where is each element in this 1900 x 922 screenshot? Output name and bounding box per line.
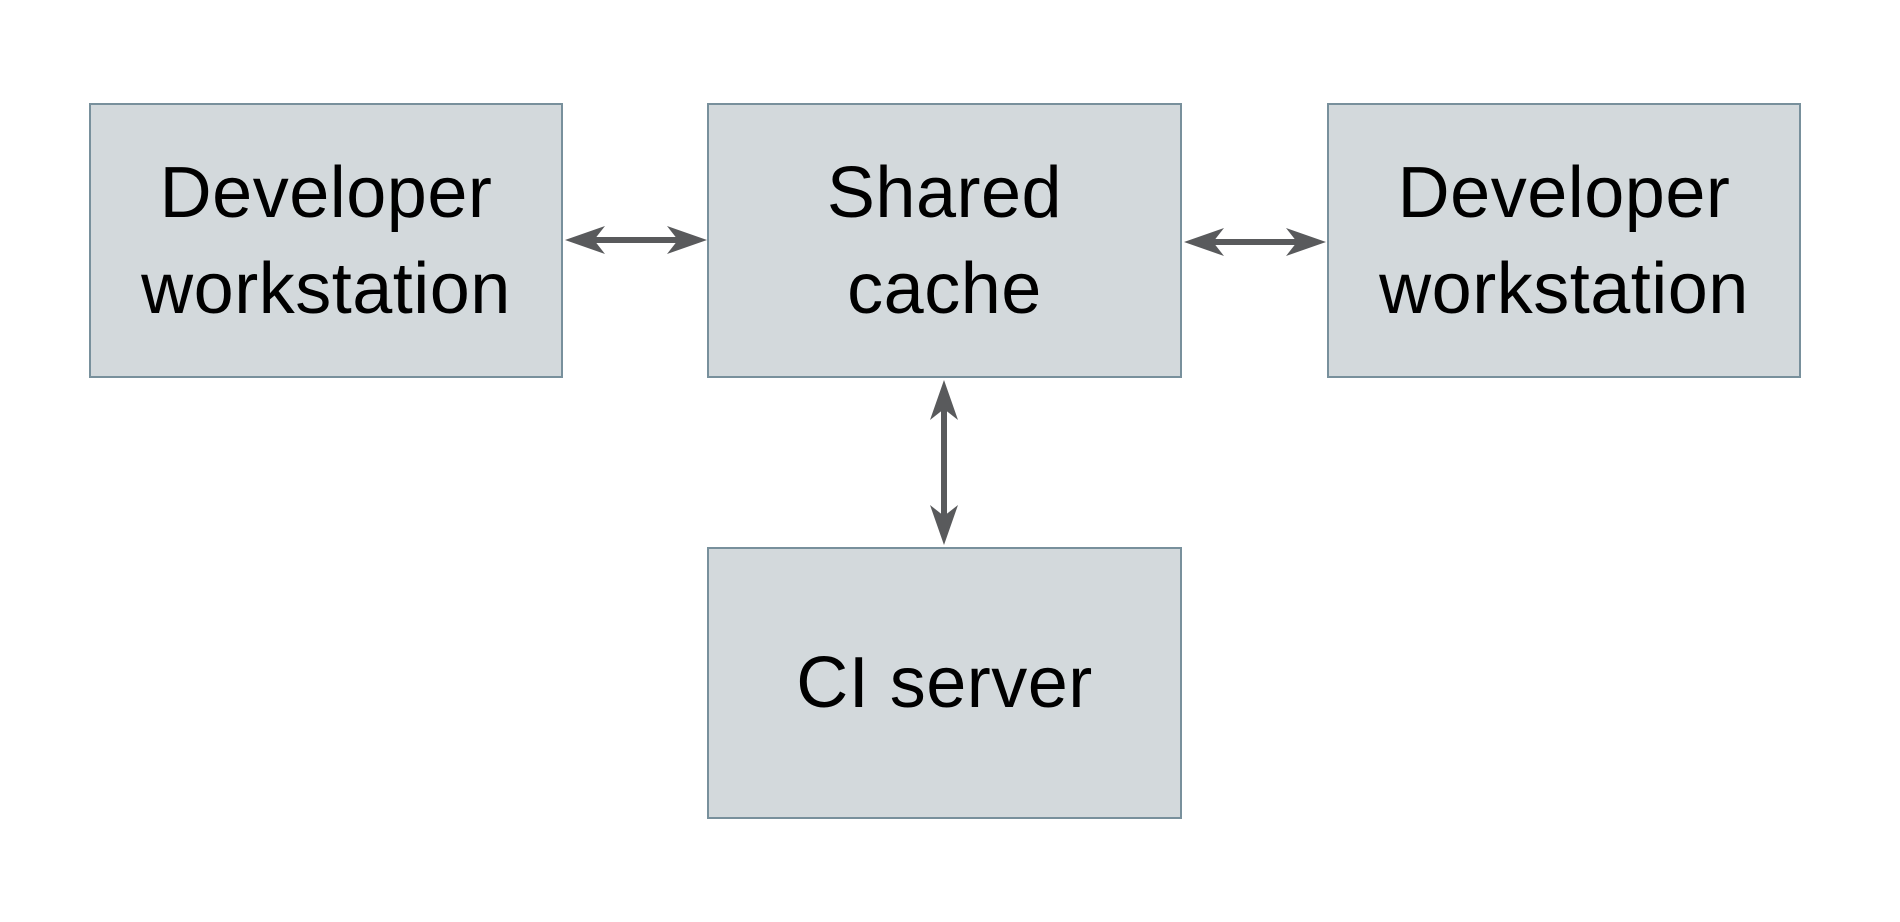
node-shared-cache: Shared cache — [707, 103, 1182, 378]
node-developer-workstation-left: Developer workstation — [89, 103, 563, 378]
bidirectional-arrow-icon-shared-cache-workstation-right — [1184, 228, 1326, 256]
node-label-developer-workstation-right: Developer workstation — [1379, 152, 1749, 329]
node-ci-server: CI server — [707, 547, 1182, 819]
node-label-shared-cache: Shared cache — [826, 152, 1063, 329]
node-label-ci-server: CI server — [796, 643, 1093, 723]
bidirectional-arrow-icon-workstation-left-shared-cache — [565, 226, 707, 254]
bidirectional-arrow-icon-shared-cache-ci-server — [930, 380, 958, 545]
node-developer-workstation-right: Developer workstation — [1327, 103, 1801, 378]
node-label-developer-workstation-left: Developer workstation — [141, 152, 511, 329]
